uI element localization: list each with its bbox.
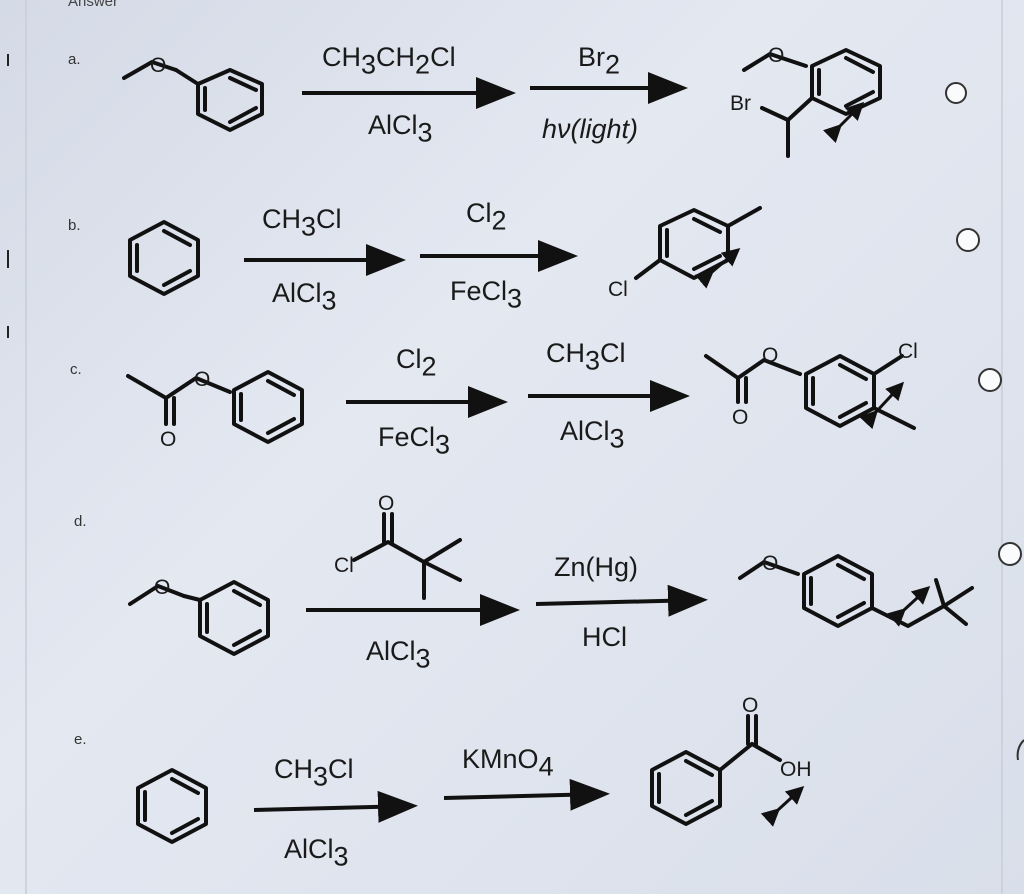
atom-label: O [768, 44, 784, 67]
reagent-bottom: AlCl3 [272, 278, 337, 316]
reaction-arrow [253, 790, 418, 823]
anisole-reactant: O [128, 576, 270, 656]
atom-label: O [762, 552, 778, 575]
answer-radio-b[interactable] [956, 228, 980, 252]
resize-handle-icon[interactable] [823, 101, 865, 143]
resize-handle-icon[interactable] [859, 381, 905, 430]
reagent-top: Br2 [578, 42, 620, 80]
option-label: b. [68, 217, 81, 234]
atom-label: O [154, 576, 170, 599]
product-structure: O OH [650, 694, 812, 826]
atom-label: O [732, 406, 748, 429]
option-label: d. [74, 513, 87, 530]
option-label: a. [68, 51, 81, 68]
answer-radio-e[interactable] [1016, 739, 1024, 761]
atom-label: O [160, 428, 176, 451]
product-structure: Cl [608, 206, 762, 301]
resize-handle-icon[interactable] [760, 785, 805, 827]
reaction-arrow [443, 778, 610, 811]
answer-radio-d[interactable] [998, 542, 1022, 566]
option-b: b. CH3Cl AlCl3 Cl2 FeCl3 Cl [68, 198, 980, 316]
reagent-bottom: AlCl3 [366, 636, 431, 674]
atom-label: OH [780, 758, 812, 781]
atom-label: Br [730, 92, 751, 115]
reagent-top: CH3CH2Cl [322, 42, 456, 80]
atom-label: O [762, 344, 778, 367]
option-label: c. [70, 361, 82, 378]
answer-radio-c[interactable] [978, 368, 1002, 392]
option-c: c. O O Cl2 FeCl3 CH3Cl AlCl3 O O [70, 338, 1002, 460]
atom-label: Cl [334, 554, 354, 577]
product-structure: O Br [730, 44, 882, 158]
anisole-reactant: O [122, 54, 264, 132]
reagent-top: CH3Cl [546, 338, 626, 376]
product-structure: O [738, 552, 974, 628]
phenyl-acetate-reactant: O O [126, 368, 304, 451]
reagent-top: Zn(Hg) [554, 552, 638, 582]
reagent-bottom: AlCl3 [284, 834, 349, 872]
resize-handle-icon[interactable] [886, 585, 931, 627]
reagent-top: KMnO4 [462, 744, 554, 782]
reaction-arrow [535, 584, 708, 617]
atom-label: O [742, 694, 758, 717]
benzene-reactant [136, 768, 208, 844]
option-a: a. O CH3CH2Cl AlCl3 Br2 hν(light) O Br [68, 42, 967, 158]
reagent-top: CH3Cl [262, 204, 342, 242]
reagent-top: Cl2 [466, 198, 507, 236]
atom-label: O [378, 492, 394, 515]
reagent-bottom: FeCl3 [378, 422, 450, 460]
atom-label: O [194, 368, 210, 391]
answer-radio-a[interactable] [945, 82, 967, 104]
resize-handle-icon[interactable] [694, 248, 741, 289]
product-structure: O O Cl [704, 340, 918, 430]
atom-label: Cl [898, 340, 918, 363]
header-title: Answer [68, 0, 118, 10]
reagent-bottom: hν(light) [542, 114, 638, 144]
benzene-reactant [128, 220, 200, 296]
reagent-bottom: AlCl3 [560, 416, 625, 454]
reagent-bottom: FeCl3 [450, 276, 522, 314]
acyl-chloride-reagent: O Cl [334, 492, 462, 600]
option-d: d. O O Cl AlCl3 Zn(Hg) HCl O [74, 492, 1022, 674]
reagent-bottom: HCl [582, 622, 627, 652]
reagent-top: CH3Cl [274, 754, 354, 792]
option-label: e. [74, 731, 87, 748]
atom-label: O [150, 54, 166, 77]
option-e: e. CH3Cl AlCl3 KMnO4 O OH [74, 694, 1024, 872]
atom-label: Cl [608, 278, 628, 301]
reagent-bottom: AlCl3 [368, 110, 433, 148]
reagent-top: Cl2 [396, 344, 437, 382]
